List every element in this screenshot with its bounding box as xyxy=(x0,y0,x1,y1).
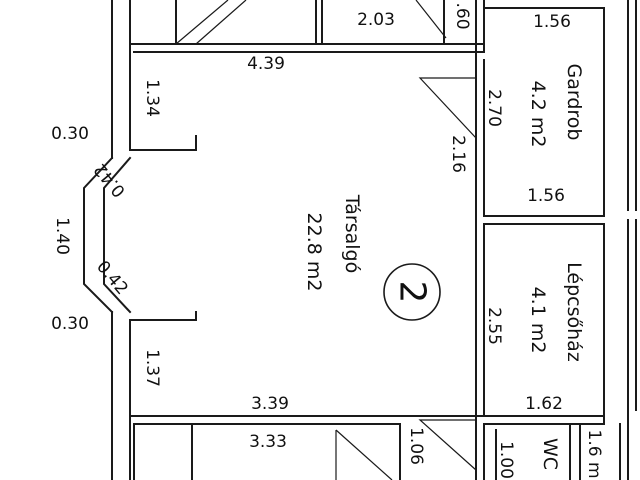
dim-0-30-bottom: 0.30 xyxy=(51,314,89,334)
room-name-wc: WC xyxy=(539,438,561,470)
room-area-tarsalgo: 22.8 m2 xyxy=(303,213,325,292)
room-name-lepcsohaz: Lépcsőház xyxy=(563,262,585,362)
dim-1-34: 1.34 xyxy=(142,79,162,117)
room-name-tarsalgo: Társalgó xyxy=(341,194,363,273)
dimension-labels: 2.03 .60 1.56 4.39 1.34 2.70 2.16 0.30 0… xyxy=(51,2,604,478)
room-area-lepcsohaz: 4.1 m2 xyxy=(527,287,549,354)
room-number: 2 xyxy=(392,281,433,304)
room-name-gardrob: Gardrob xyxy=(563,64,585,141)
dim-3-39: 3.39 xyxy=(251,394,289,414)
room-area-gardrob: 4.2 m2 xyxy=(527,81,549,148)
dim-4-39: 4.39 xyxy=(247,54,285,74)
dim-1-06: 1.06 xyxy=(406,427,426,465)
dim-0-42-bottom: 0.42 xyxy=(92,257,132,299)
dim-2-70: 2.70 xyxy=(484,89,504,127)
dim-1-56-bottom: 1.56 xyxy=(527,186,565,206)
dim-1-62: 1.62 xyxy=(525,394,563,414)
room-number-circle xyxy=(383,263,441,321)
dim-1-37: 1.37 xyxy=(142,349,162,387)
door-swings xyxy=(418,77,477,471)
dim-0-30-top: 0.30 xyxy=(51,124,89,144)
walls xyxy=(83,0,637,480)
dim-1-56-top: 1.56 xyxy=(533,12,571,32)
dim-1-00: 1.00 xyxy=(496,441,516,479)
dim-2-03: 2.03 xyxy=(357,10,395,30)
dim-0-60: .60 xyxy=(452,2,472,29)
dim-3-33: 3.33 xyxy=(249,432,287,452)
dim-2-55: 2.55 xyxy=(484,307,504,345)
dim-2-16: 2.16 xyxy=(448,135,468,173)
dim-1-40: 1.40 xyxy=(52,217,72,255)
dim-1-6: 1.6 m xyxy=(584,430,604,479)
